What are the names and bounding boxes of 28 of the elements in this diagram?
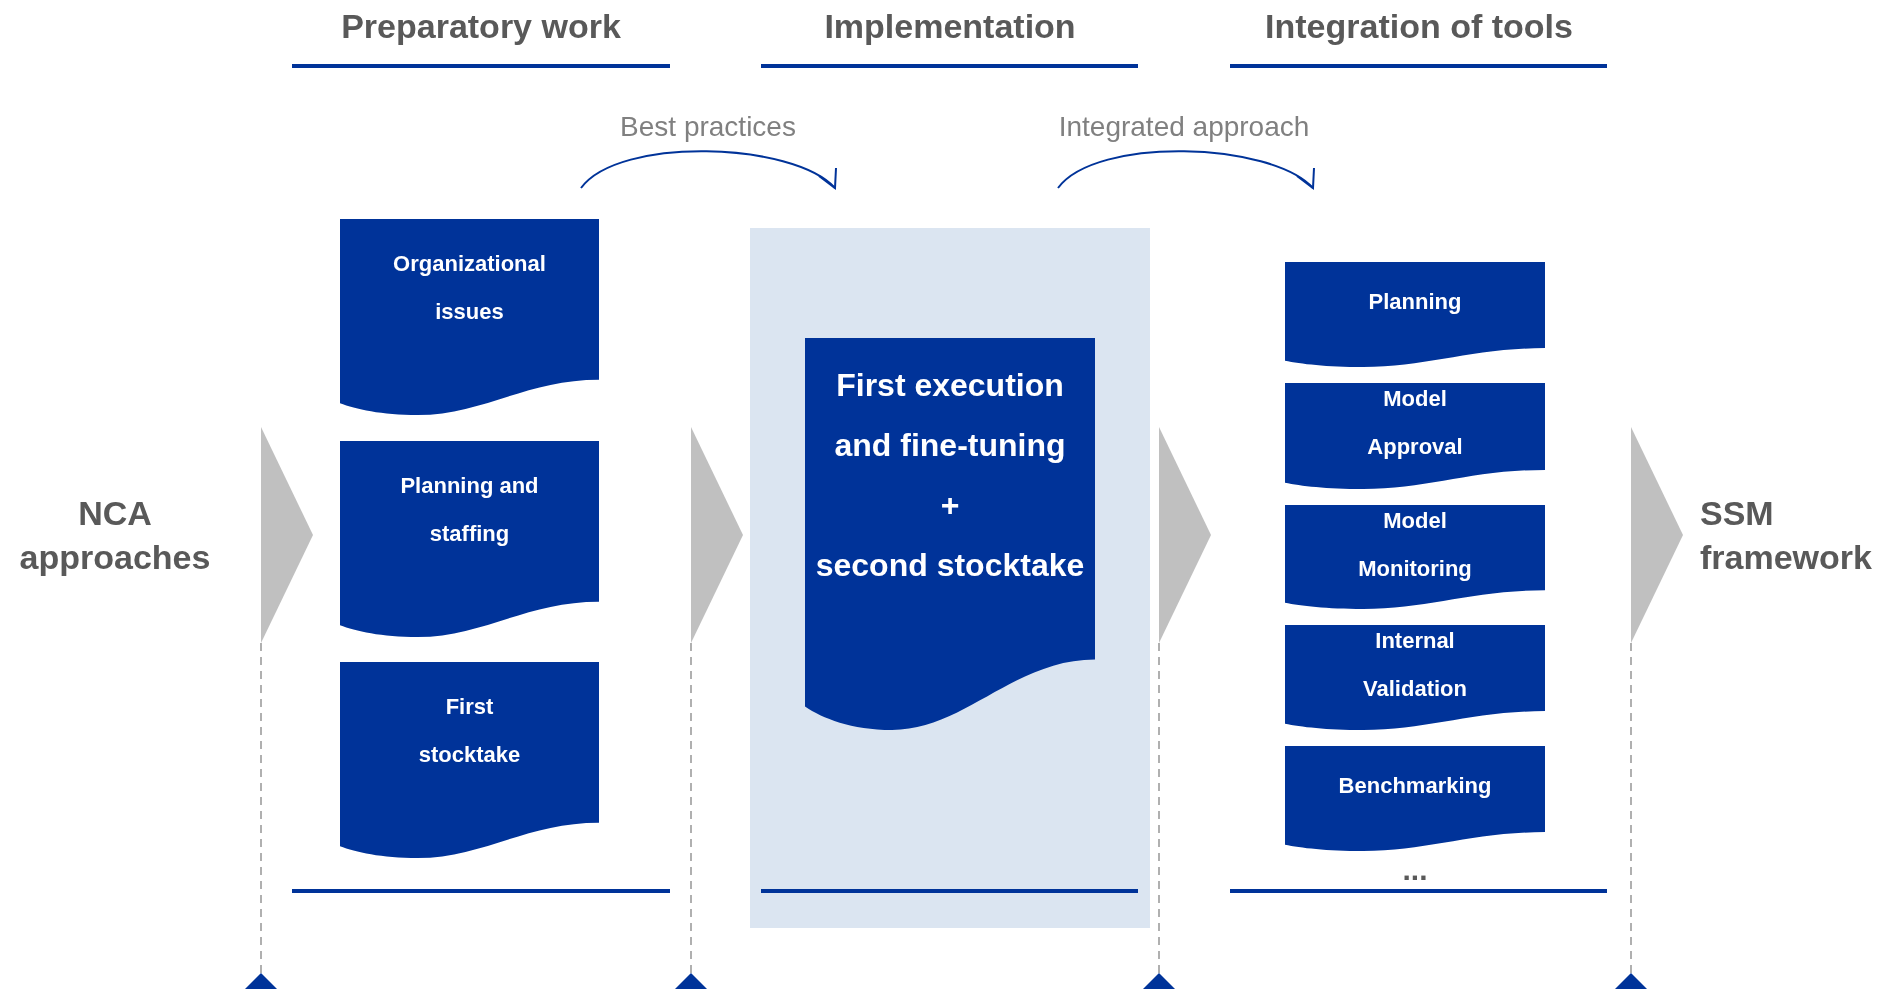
document-text: First stocktake: [417, 692, 522, 769]
ellipsis: ...: [1401, 855, 1429, 885]
document-shape: [805, 338, 1095, 730]
phase-heading: Preparatory work: [341, 6, 621, 47]
document-shape: [340, 662, 599, 858]
highlight-panel: [750, 228, 1150, 928]
document-text: +: [940, 486, 960, 526]
document-shape: [1285, 383, 1545, 489]
document-shape: [340, 219, 599, 415]
document-text: First execution and fine-tuning: [833, 366, 1067, 466]
arrow-label: Integrated approach: [1058, 110, 1310, 144]
document-shape: [340, 441, 599, 637]
phase-heading: Integration of tools: [1265, 6, 1573, 47]
document-text: Organizational issues: [393, 249, 546, 326]
phase-heading: Implementation: [824, 6, 1076, 47]
document-text: Benchmarking: [1338, 771, 1492, 800]
arrow-label: Best practices: [620, 110, 796, 144]
document-shape: [1285, 505, 1545, 609]
document-shape: [1285, 262, 1545, 367]
stage-label: SSM framework: [1700, 493, 1873, 578]
document-text: Planning: [1368, 287, 1462, 316]
stage-label: NCA approaches: [18, 493, 212, 578]
document-text: Model Monitoring: [1357, 506, 1473, 583]
document-text: Internal Validation: [1362, 626, 1468, 703]
document-text: second stocktake: [815, 546, 1085, 586]
document-shape: [1285, 625, 1545, 730]
document-text: Model Approval: [1366, 385, 1464, 462]
document-text: Planning and staffing: [399, 471, 540, 548]
